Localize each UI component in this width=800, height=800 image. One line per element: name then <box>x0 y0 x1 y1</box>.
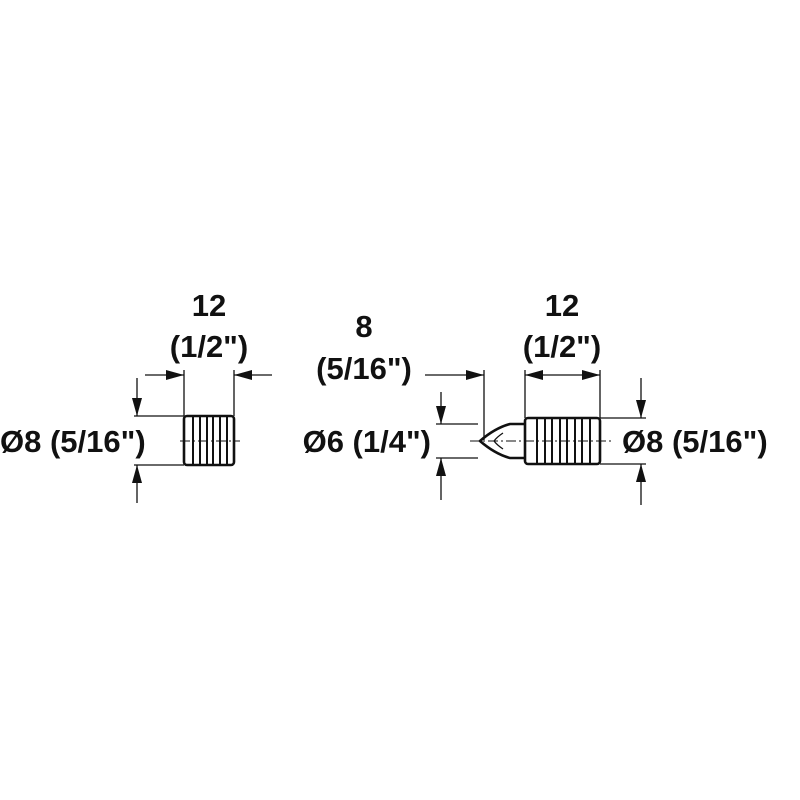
left-sleeve-part <box>132 370 272 503</box>
pin-length-inch: (5/16") <box>316 351 412 386</box>
left-length-value: 12 <box>192 288 226 323</box>
body-length-value: 12 <box>545 288 579 323</box>
right-pin-part <box>425 370 646 505</box>
body-diameter-label: Ø8 (5/16") <box>622 424 768 459</box>
left-length-inch: (1/2") <box>170 329 248 364</box>
pin-diameter-label: Ø6 (1/4") <box>303 424 431 459</box>
body-length-inch: (1/2") <box>523 329 601 364</box>
left-diameter-label: Ø8 (5/16") <box>0 424 146 459</box>
pin-length-value: 8 <box>355 309 372 344</box>
